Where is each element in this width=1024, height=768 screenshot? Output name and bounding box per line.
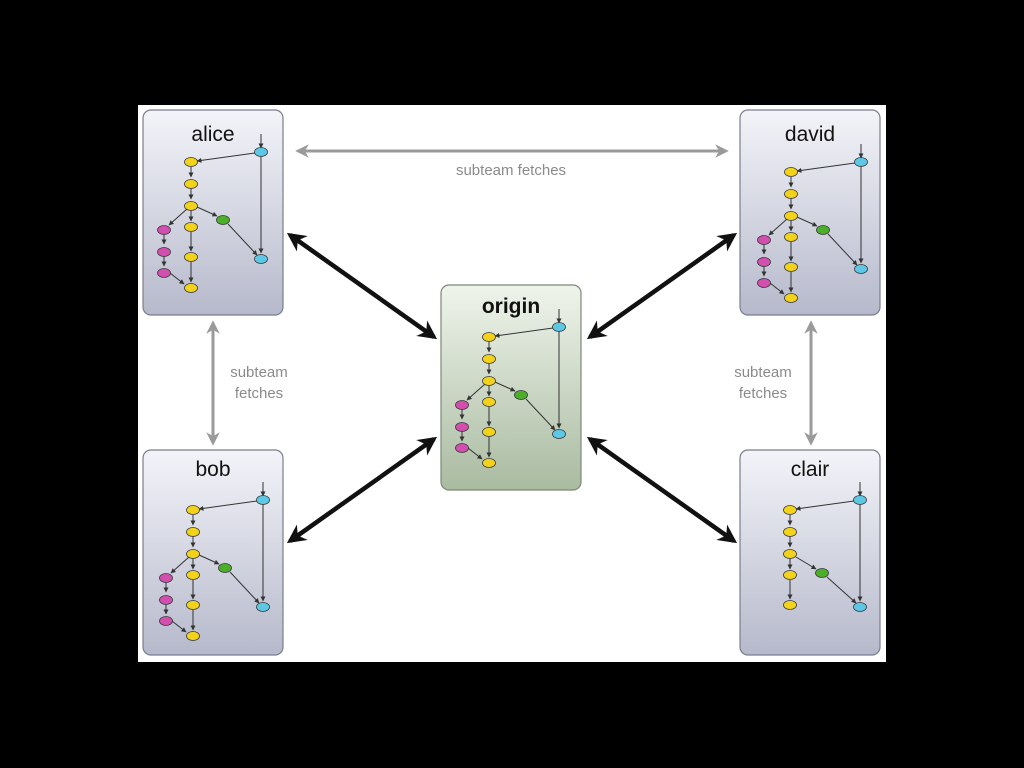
repo-bob-label: bob [195, 458, 230, 481]
sync-arrow-alice-origin [286, 232, 438, 340]
repo-alice-label: alice [191, 123, 234, 146]
fetch-label-right-1: subteam [734, 364, 792, 381]
fetch-label-left-2: fetches [235, 385, 283, 402]
diagram-svg: subteam fetches subteam fetches subteam … [142, 109, 881, 656]
sync-arrow-david-origin [586, 232, 738, 340]
repo-origin-label: origin [482, 295, 540, 318]
repo-alice: alice [142, 109, 284, 316]
repo-david-label: david [785, 123, 835, 146]
repo-origin: origin [440, 284, 582, 491]
repo-clair-label: clair [791, 458, 830, 481]
repo-clair: clair [739, 449, 881, 656]
fetch-label-top: subteam fetches [456, 162, 566, 179]
fetch-label-right-2: fetches [739, 385, 787, 402]
diagram-canvas: subteam fetches subteam fetches subteam … [138, 105, 886, 662]
fetch-label-left-1: subteam [230, 364, 288, 381]
repo-bob: bob [142, 449, 284, 656]
sync-arrow-bob-origin [286, 436, 438, 544]
sync-arrow-clair-origin [586, 436, 738, 544]
repo-david: david [739, 109, 881, 316]
